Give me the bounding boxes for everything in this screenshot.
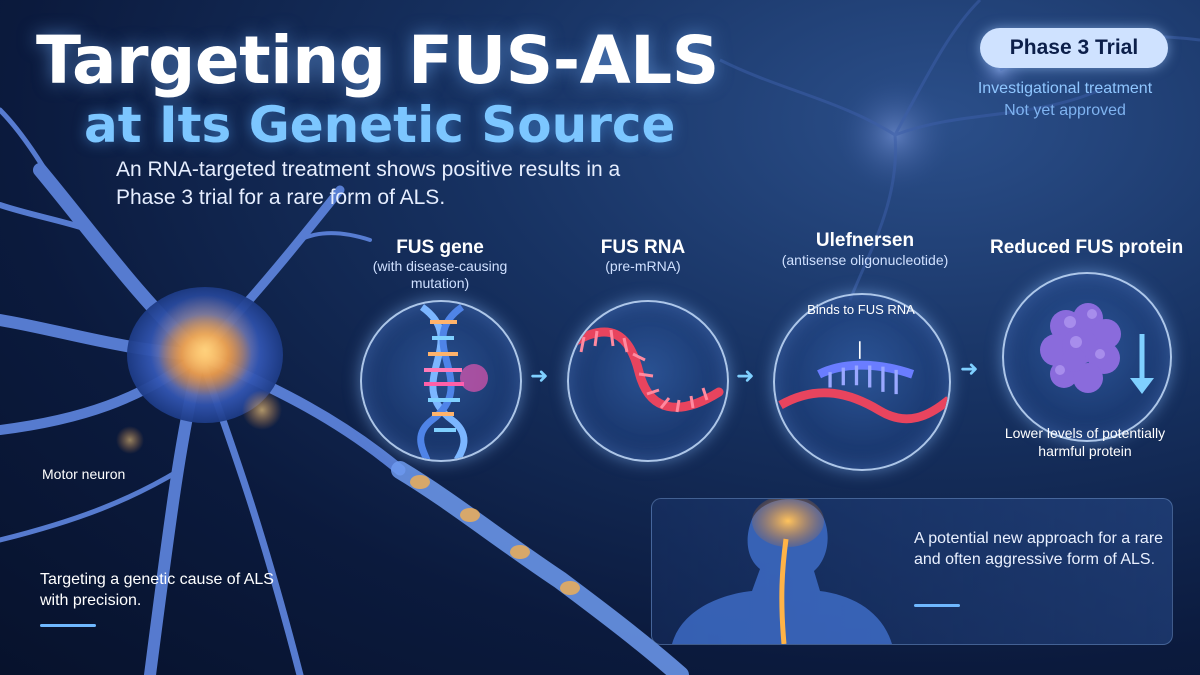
panel-divider bbox=[914, 604, 960, 607]
approach-panel bbox=[651, 498, 1173, 645]
aso-annotation: Binds to FUS RNA bbox=[807, 302, 915, 317]
step-ulefnersen-title: Ulefnersen bbox=[815, 230, 915, 251]
arrow-right-icon: ➜ bbox=[736, 363, 755, 388]
step-ulefnersen-subtitle: (antisense oligonucleotide) bbox=[781, 252, 949, 268]
badge-note-investigational: Investigational treatment bbox=[977, 80, 1153, 97]
arrow-right-icon: ➜ bbox=[960, 356, 979, 381]
neuron-caption: Targeting a genetic cause of ALS with pr… bbox=[40, 571, 274, 609]
badge-note-approval: Not yet approved bbox=[1004, 102, 1126, 119]
page-title: Targeting FUS-ALS bbox=[36, 22, 719, 99]
brain-spine-figure-icon bbox=[672, 499, 892, 644]
motor-neuron-label: Motor neuron bbox=[42, 466, 126, 482]
step-fus-gene-subtitle: (with disease-causing mutation) bbox=[372, 258, 508, 291]
step-fus-rna-title: FUS RNA bbox=[600, 237, 686, 258]
phase-badge: Phase 3 Trial bbox=[980, 28, 1168, 68]
step-reduced-protein-title: Reduced FUS protein bbox=[990, 237, 1184, 258]
dna-helix-icon bbox=[360, 300, 522, 462]
aso-binding-icon bbox=[773, 293, 951, 471]
protein-note: Lower levels of potentially harmful prot… bbox=[1004, 425, 1166, 459]
page-subtitle: An RNA-targeted treatment shows positive… bbox=[116, 158, 621, 209]
protein-icon bbox=[1002, 272, 1172, 442]
page-title-secondary: at Its Genetic Source bbox=[84, 96, 676, 154]
arrow-right-icon: ➜ bbox=[530, 363, 549, 388]
step-fus-gene-title: FUS gene bbox=[396, 237, 484, 258]
rna-strand-icon bbox=[567, 300, 729, 462]
caption-divider bbox=[40, 624, 96, 627]
step-fus-rna-subtitle: (pre-mRNA) bbox=[605, 258, 681, 274]
approach-text: A potential new approach for a rare and … bbox=[914, 530, 1164, 568]
